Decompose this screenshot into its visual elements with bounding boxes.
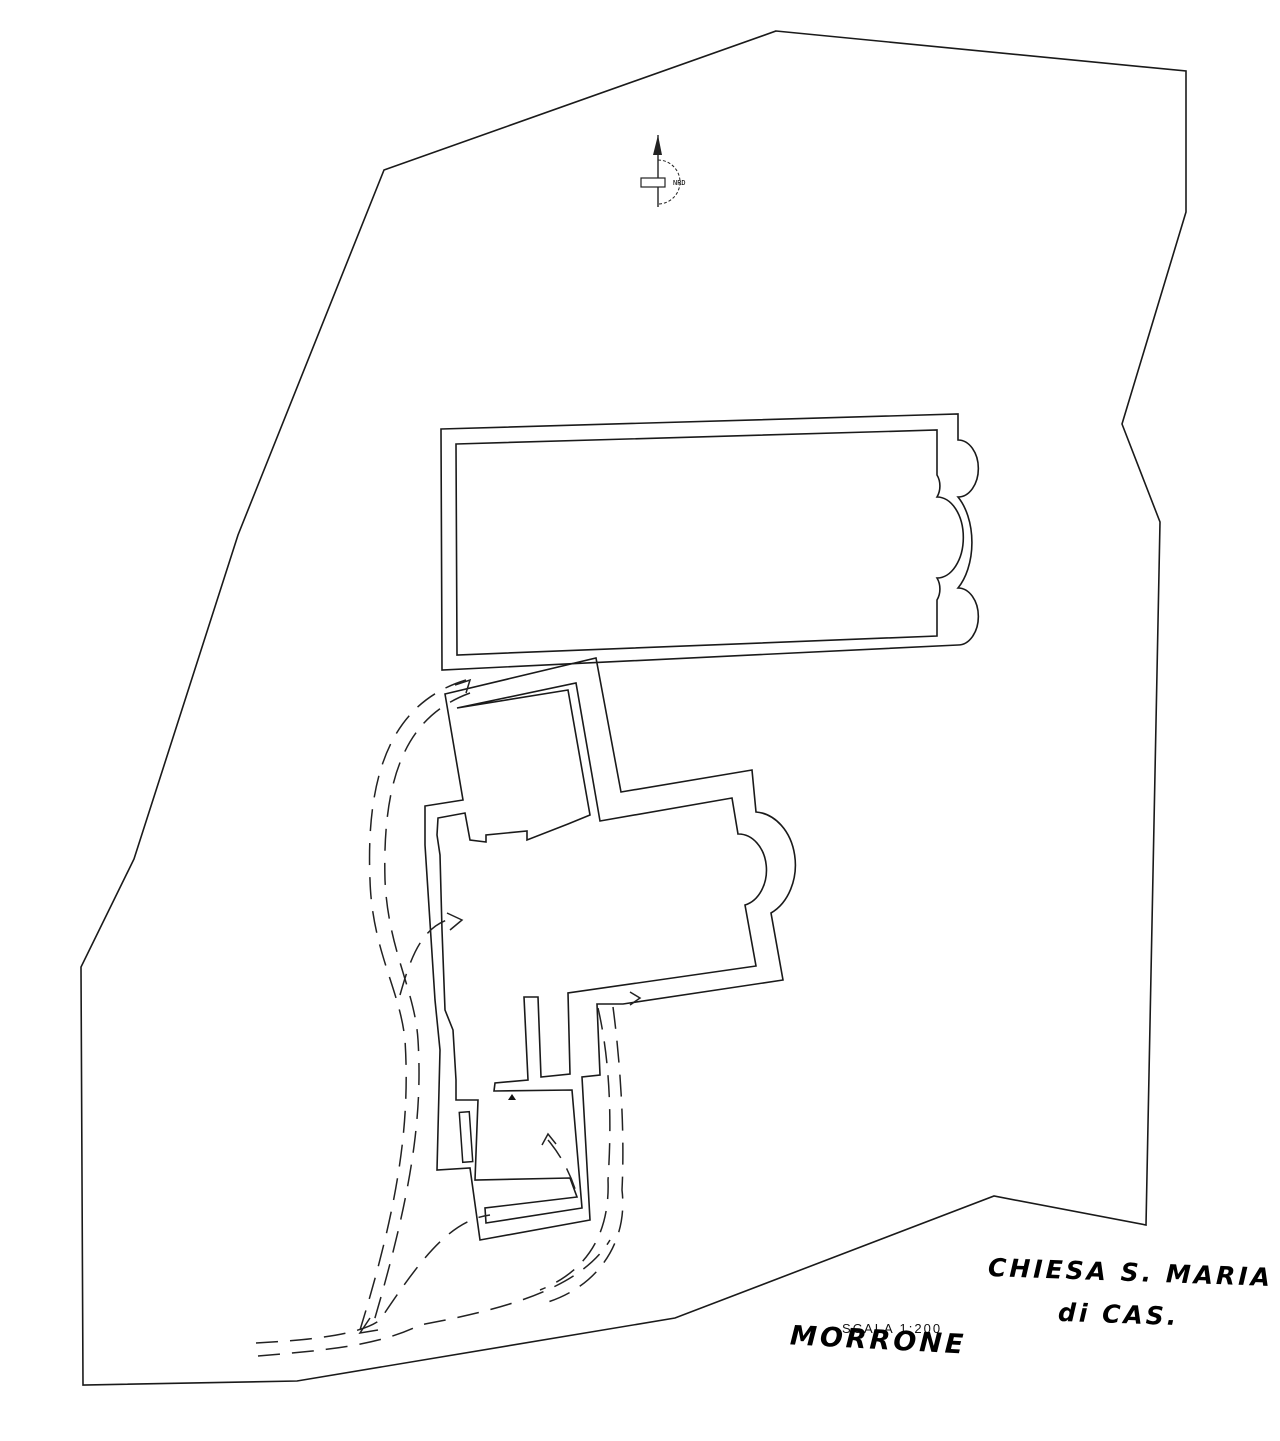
entry-arrows bbox=[358, 678, 642, 1335]
upper-building-outer-wall bbox=[440, 413, 980, 671]
entry-arrow-icon bbox=[454, 678, 472, 694]
entry-arrow-icon bbox=[446, 912, 464, 931]
scale-label: SCALA 1:200 bbox=[842, 1321, 943, 1336]
lower-building-inner-wall bbox=[436, 682, 768, 1224]
entry-arrow-icon bbox=[629, 991, 642, 1006]
north-arrow-icon: NRD bbox=[640, 135, 686, 207]
entry-arrow-icon bbox=[541, 1132, 557, 1146]
drawing-title-line2: di CAS. bbox=[1057, 1297, 1180, 1332]
lower-building bbox=[424, 657, 797, 1241]
lower-building-outer-wall bbox=[424, 657, 797, 1241]
entrance-marker-icon bbox=[508, 1094, 516, 1100]
site-boundary bbox=[80, 30, 1187, 1386]
circulation-paths bbox=[255, 679, 624, 1357]
upper-building-inner-wall bbox=[455, 429, 965, 656]
north-symbol-text: NRD bbox=[673, 179, 686, 187]
pillar bbox=[458, 1110, 474, 1164]
upper-building bbox=[440, 413, 980, 671]
entry-arrow-icon bbox=[358, 1317, 379, 1335]
